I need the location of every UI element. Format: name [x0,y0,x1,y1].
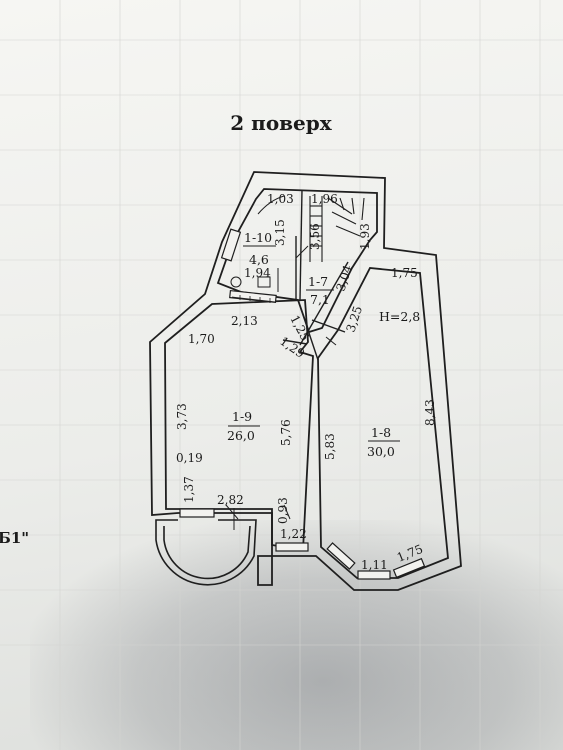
partitions [282,189,349,361]
dim-3-56: 3,56 [308,223,322,250]
room-1-9: 1-9 26,0 [227,409,260,443]
dim-1-93: 1,93 [358,223,372,250]
dim-1-11: 1,11 [361,558,388,572]
dim-1-37: 1,37 [182,476,196,503]
dim-1-70: 1,70 [188,332,215,346]
dim-2-82: 2,82 [217,493,244,507]
dim-5-83: 5,83 [323,433,337,460]
room-id: 1-7 [308,274,328,289]
windows [179,228,426,580]
dim-3-15: 3,15 [273,219,287,246]
dim-0-93: 0,93 [276,497,290,524]
room-area: 26,0 [227,428,255,443]
dim-8-43: 8,43 [423,399,437,426]
toilet-icon [230,276,271,288]
dim-5-76: 5,76 [279,419,293,446]
dimension-labels: 1,03 1,96 3,15 3,56 1,93 1,94 3,04 1,75 … [175,192,437,572]
dim-0-19: 0,19 [176,451,203,465]
page-title: 2 поверх [230,111,332,135]
door-swings [233,195,285,530]
section-label: Б1" [0,529,29,547]
room-area: 30,0 [367,444,395,459]
room-id: 1-8 [371,425,391,440]
dimension-ticks [225,245,337,520]
dim-3-25: 3,25 [344,304,366,334]
room-1-8: 1-8 30,0 [367,425,400,459]
dim-1-22: 1,22 [280,527,307,541]
room-1-10: 1-10 4,6 [243,230,276,267]
dim-3-73: 3,73 [175,403,189,430]
room-1-7: 1-7 7,1 [306,274,334,307]
dim-3-04: 3,04 [334,263,356,293]
dim-1-94: 1,94 [244,266,271,280]
room-area: 4,6 [249,252,269,267]
photo-shadow [30,520,563,750]
room-id: 1-9 [232,409,252,424]
staircase [309,196,365,262]
room-id: 1-10 [244,230,272,245]
dim-1-03: 1,03 [267,192,294,206]
ceiling-height: Н=2,8 [379,309,420,324]
balcony [155,519,257,586]
dim-1-75-top: 1,75 [391,266,418,280]
room-area: 7,1 [310,292,330,307]
dim-1-96: 1,96 [311,192,338,206]
dim-2-13: 2,13 [231,314,258,328]
window-ticks [231,295,277,303]
